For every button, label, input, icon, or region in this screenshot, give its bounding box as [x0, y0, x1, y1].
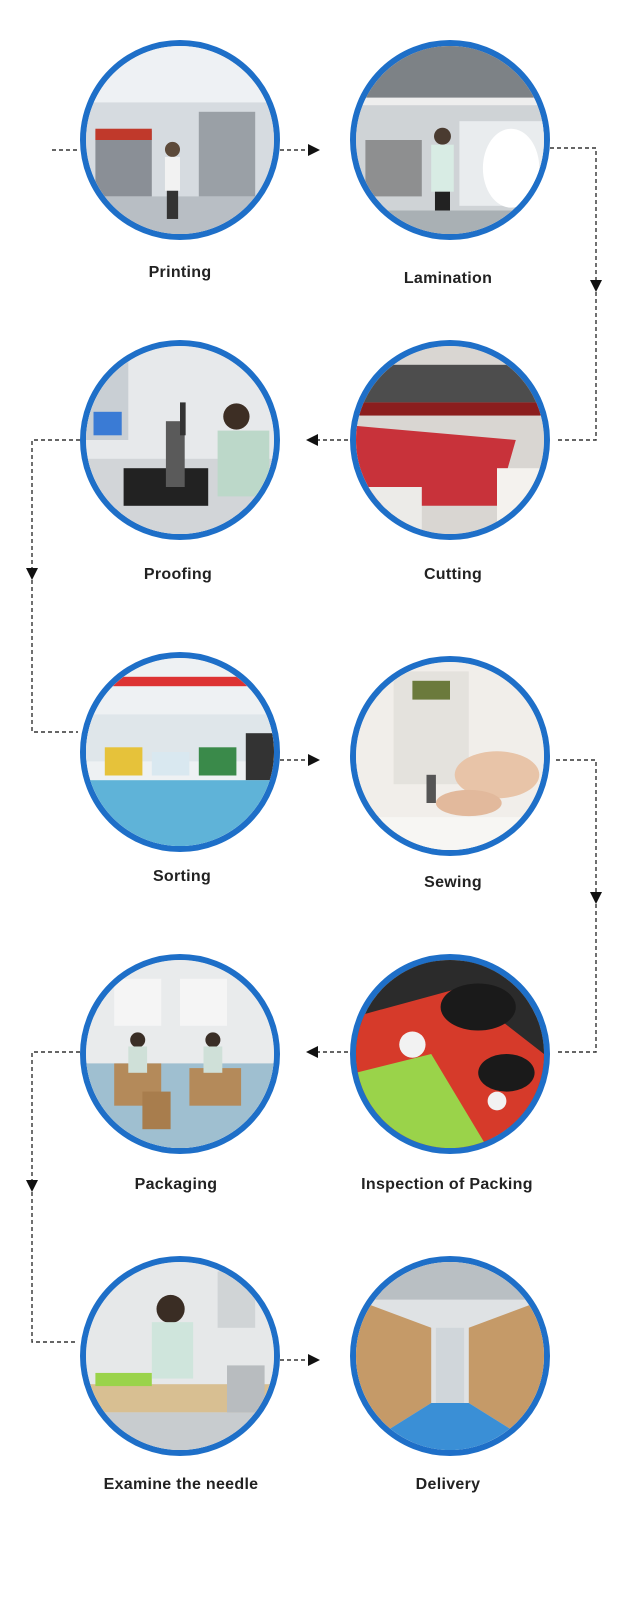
step-image-sorting	[80, 652, 280, 852]
arrowhead-right-2	[308, 754, 320, 766]
arrowhead-left-1	[306, 434, 318, 446]
step-image-examine-needle	[80, 1256, 280, 1456]
connector-sewing-inspection	[556, 759, 597, 892]
step-label-cutting: Cutting	[423, 566, 483, 583]
arrowhead-left-2	[306, 1046, 318, 1058]
step-image-printing	[80, 40, 280, 240]
step-label-printing: Printing	[148, 264, 212, 281]
step-label-sorting: Sorting	[152, 868, 212, 885]
step-image-delivery	[350, 1256, 550, 1456]
step-image-sewing	[350, 656, 550, 856]
arrowhead-down-2	[26, 568, 38, 580]
arrowhead-down-1	[590, 280, 602, 292]
arrowhead-right-3	[308, 1354, 320, 1366]
arrowhead-down-4	[26, 1180, 38, 1192]
step-image-cutting	[350, 340, 550, 540]
step-label-examine-needle: Examine the needle	[103, 1476, 259, 1493]
step-label-proofing: Proofing	[143, 566, 213, 583]
connector-proofing-sorting	[31, 439, 80, 568]
connector-packaging-examine	[31, 1051, 80, 1180]
step-image-inspection	[350, 954, 550, 1154]
step-label-lamination: Lamination	[403, 270, 493, 287]
step-label-inspection: Inspection of Packing	[361, 1176, 533, 1193]
step-label-delivery: Delivery	[415, 1476, 481, 1493]
step-image-packaging	[80, 954, 280, 1154]
arrowhead-right-1	[308, 144, 320, 156]
step-image-lamination	[350, 40, 550, 240]
step-label-packaging: Packaging	[134, 1176, 218, 1193]
step-label-sewing: Sewing	[424, 874, 482, 891]
connector-lamination-cutting	[550, 147, 597, 280]
arrowhead-down-3	[590, 892, 602, 904]
step-image-proofing	[80, 340, 280, 540]
